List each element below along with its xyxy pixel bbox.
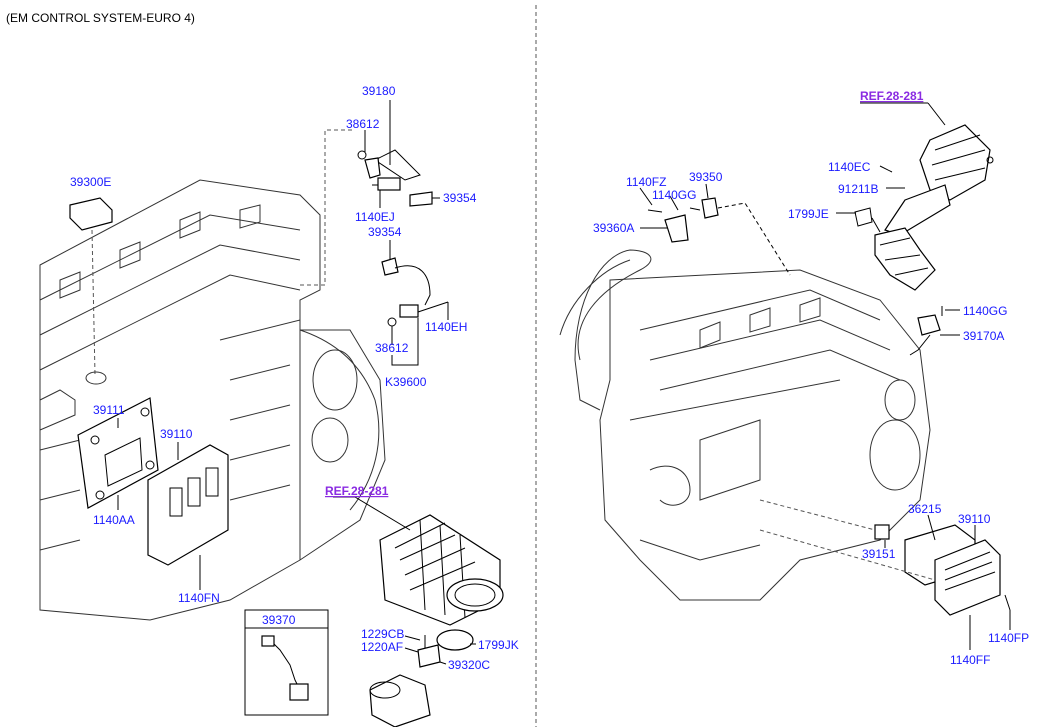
label-1799JE: 1799JE xyxy=(788,207,829,221)
label-91211B: 91211B xyxy=(838,182,878,196)
label-1140FP: 1140FP xyxy=(988,631,1029,645)
label-39151: 39151 xyxy=(862,547,896,561)
label-36215: 36215 xyxy=(908,502,942,516)
label-1140FZ: 1140FZ xyxy=(626,175,666,189)
label-1140EH: 1140EH xyxy=(425,320,467,334)
part-39170A xyxy=(909,306,943,356)
ref-link-middle[interactable]: REF.28-281 xyxy=(325,484,389,498)
label-1140EC: 1140EC xyxy=(828,160,871,174)
right-engine-block xyxy=(559,249,931,601)
part-intake-hose xyxy=(854,124,994,291)
label-1220AF: 1220AF xyxy=(361,640,403,654)
label-39180: 39180 xyxy=(362,84,396,98)
label-39170A: 39170A xyxy=(963,329,1004,343)
label-1140FN: 1140FN xyxy=(178,591,220,605)
diagram-title: (EM CONTROL SYSTEM-EURO 4) xyxy=(6,11,195,25)
part-39110-left xyxy=(147,444,229,570)
part-air-flow-assembly xyxy=(369,514,504,727)
label-1140GG-right: 1140GG xyxy=(963,304,1007,318)
left-engine-block xyxy=(39,179,386,621)
label-1140FF: 1140FF xyxy=(950,653,990,667)
ref-link-top[interactable]: REF.28-281 xyxy=(860,89,924,103)
label-39110-left: 39110 xyxy=(160,427,193,441)
label-39110-right: 39110 xyxy=(958,512,991,526)
label-39350: 39350 xyxy=(689,170,723,184)
label-39370: 39370 xyxy=(262,613,296,627)
label-K39600: K39600 xyxy=(385,375,427,389)
label-1799JK: 1799JK xyxy=(478,638,519,652)
part-39300E xyxy=(69,197,113,385)
label-1140GG-top: 1140GG xyxy=(652,188,696,202)
label-1140EJ: 1140EJ xyxy=(355,210,395,224)
label-39354-lower: 39354 xyxy=(368,225,402,239)
part-39354-harness xyxy=(381,257,449,327)
label-1140AA: 1140AA xyxy=(93,513,135,527)
label-39320C: 39320C xyxy=(448,658,490,672)
label-39111: 39111 xyxy=(93,403,125,417)
part-39370-box xyxy=(244,609,329,716)
label-1229CB: 1229CB xyxy=(361,627,404,641)
label-38612-top: 38612 xyxy=(346,117,380,131)
label-39360A: 39360A xyxy=(593,221,634,235)
part-39350 xyxy=(647,197,791,276)
part-39110-right xyxy=(759,499,1011,628)
label-38612-bottom: 38612 xyxy=(375,341,409,355)
leader-lines xyxy=(117,102,1011,665)
label-39300E: 39300E xyxy=(70,175,111,189)
part-39111 xyxy=(77,397,159,509)
label-39354-top: 39354 xyxy=(443,191,477,205)
part-39180 xyxy=(357,100,440,207)
